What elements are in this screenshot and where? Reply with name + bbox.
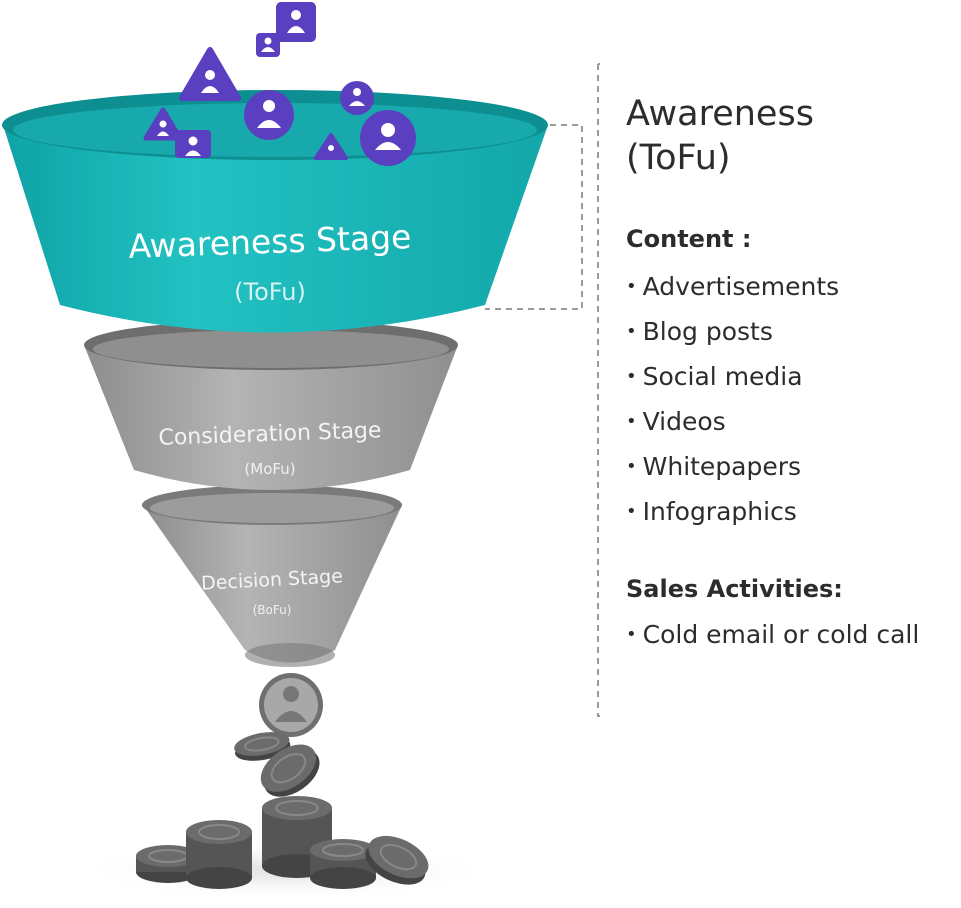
coin-pile bbox=[136, 732, 429, 889]
panel-title-line1: Awareness bbox=[626, 94, 814, 134]
person-icon bbox=[360, 110, 416, 166]
coin-icon bbox=[260, 744, 320, 797]
person-icon bbox=[259, 673, 323, 737]
sales-activities-heading: Sales Activities: bbox=[626, 575, 843, 603]
person-icon bbox=[276, 2, 316, 42]
sales-activities-list: Cold email or cold call bbox=[626, 612, 956, 657]
list-item: Whitepapers bbox=[626, 444, 956, 489]
coin-icon bbox=[186, 820, 252, 889]
person-icon bbox=[179, 47, 241, 101]
coin-icon bbox=[310, 839, 376, 889]
content-list: Advertisements Blog posts Social media V… bbox=[626, 264, 956, 534]
coin-icon bbox=[365, 835, 429, 885]
list-item: Blog posts bbox=[626, 309, 956, 354]
list-item: Videos bbox=[626, 399, 956, 444]
panel-title: Awareness (ToFu) bbox=[626, 92, 956, 180]
list-item: Infographics bbox=[626, 489, 956, 534]
person-icon bbox=[340, 81, 374, 115]
stage-mofu bbox=[84, 320, 458, 490]
stage-details-panel: Awareness (ToFu) Content : Advertisement… bbox=[626, 92, 956, 657]
person-icon bbox=[244, 90, 294, 140]
stage-bofu bbox=[142, 485, 402, 667]
content-heading: Content : bbox=[626, 225, 752, 253]
panel-title-line2: (ToFu) bbox=[626, 138, 731, 178]
list-item: Social media bbox=[626, 354, 956, 399]
funnel-diagram: Awareness Stage (ToFu) Consideration Sta… bbox=[2, 2, 600, 902]
person-icon bbox=[143, 107, 183, 141]
stage-bracket-connector bbox=[485, 63, 600, 717]
person-icon bbox=[314, 133, 348, 160]
person-icon bbox=[175, 130, 211, 158]
stage-tofu-abbr: (ToFu) bbox=[234, 278, 306, 306]
list-item: Advertisements bbox=[626, 264, 956, 309]
stage-mofu-abbr: (MoFu) bbox=[244, 460, 295, 478]
coin-icon bbox=[136, 845, 200, 883]
list-item: Cold email or cold call bbox=[626, 612, 956, 657]
people-icons bbox=[143, 2, 416, 166]
person-icon bbox=[256, 33, 280, 57]
stage-bofu-abbr: (BoFu) bbox=[253, 603, 292, 617]
